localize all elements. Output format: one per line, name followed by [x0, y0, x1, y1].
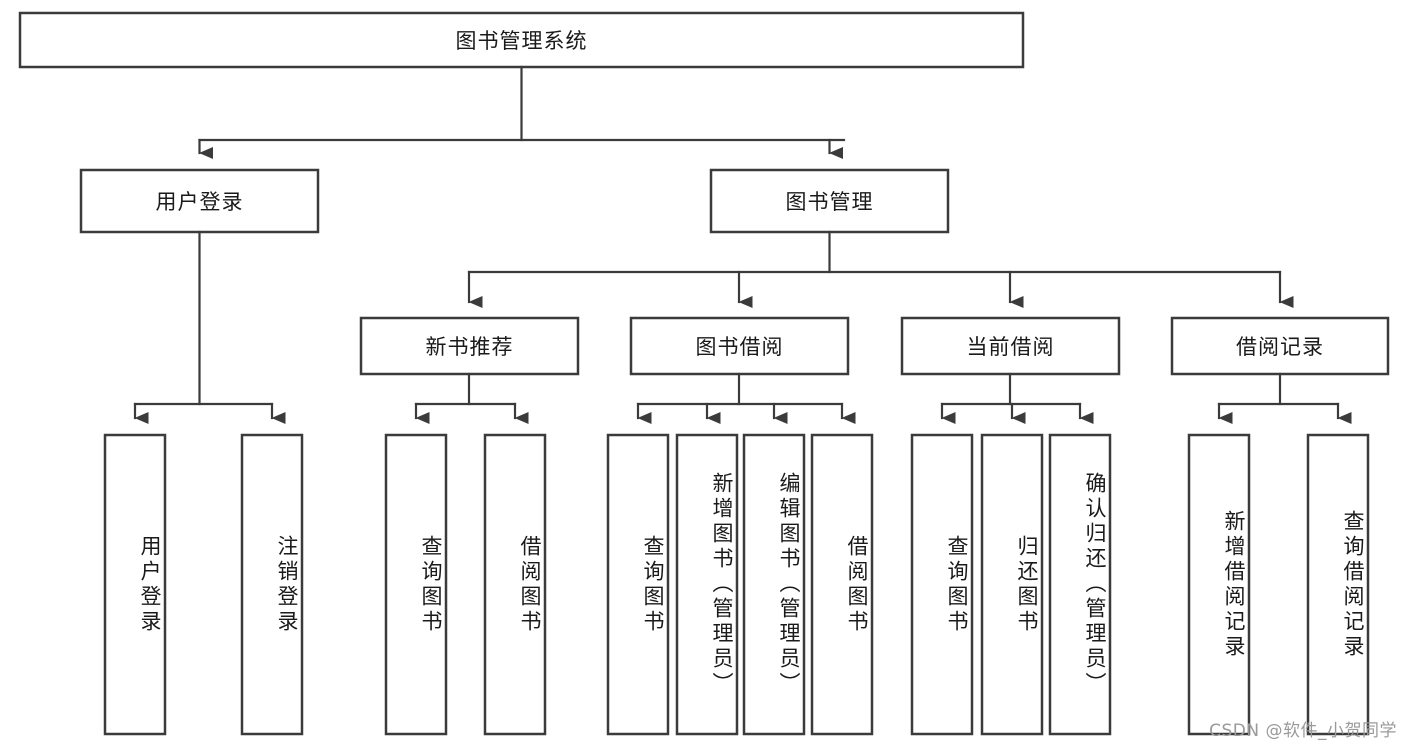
- leaf-box-query-book-2[interactable]: [606, 433, 670, 736]
- leaf-box-borrow-book-2[interactable]: [810, 433, 874, 736]
- node-user-login-box[interactable]: [79, 168, 320, 234]
- node-current-borrow-box[interactable]: [900, 316, 1121, 376]
- edge-new-book-rec-to-leaves: [414, 372, 529, 424]
- leaf-box-logout[interactable]: [240, 433, 304, 736]
- edge-borrow-record-to-leaves: [1217, 372, 1352, 424]
- edge-user-login-to-leaves: [133, 230, 286, 424]
- edge-book-manage-to-level3: [467, 230, 1294, 308]
- leaf-box-confirm-return[interactable]: [1048, 433, 1112, 736]
- leaf-box-add-book[interactable]: [675, 433, 739, 736]
- edge-book-borrow-to-leaves: [636, 372, 856, 424]
- edge-current-borrow-to-leaves: [940, 372, 1094, 424]
- leaf-box-add-record[interactable]: [1187, 433, 1251, 736]
- edge-root-to-level2: [198, 65, 846, 159]
- leaf-box-query-book-1[interactable]: [384, 433, 448, 736]
- node-borrow-record-box[interactable]: [1170, 316, 1390, 376]
- leaf-box-user-login[interactable]: [103, 433, 167, 736]
- leaf-box-return-book[interactable]: [980, 433, 1044, 736]
- leaf-box-borrow-book-1[interactable]: [483, 433, 547, 736]
- node-root-box[interactable]: [18, 11, 1025, 69]
- leaf-box-query-book-3[interactable]: [910, 433, 974, 736]
- node-new-book-rec-box[interactable]: [359, 316, 580, 376]
- leaf-box-edit-book[interactable]: [742, 433, 806, 736]
- leaf-box-query-record[interactable]: [1306, 433, 1370, 736]
- node-book-manage-box[interactable]: [709, 168, 950, 234]
- node-book-borrow-box[interactable]: [629, 316, 850, 376]
